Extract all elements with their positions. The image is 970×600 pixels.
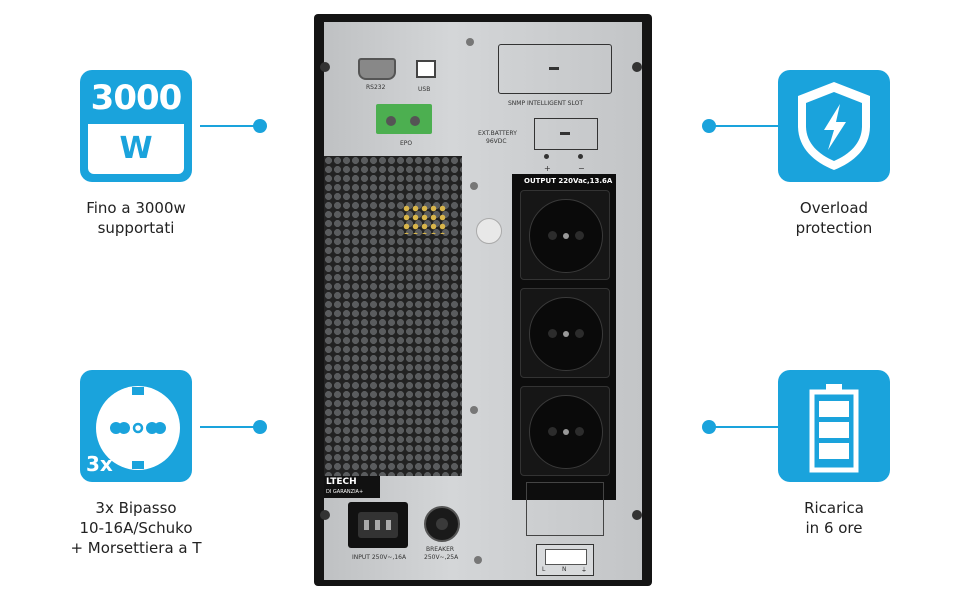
output-socket-3-pin-right [575, 427, 584, 436]
breaker-knob [424, 506, 460, 542]
power-connector-line [200, 125, 258, 127]
ext-battery-dot-plus [544, 154, 549, 159]
ext-battery-plus: + [544, 164, 551, 173]
outlets-caption-line-3: + Morsettiera a T [70, 539, 202, 557]
input-pin-1 [364, 520, 369, 530]
overload-caption: Overload protection [748, 198, 920, 238]
outlets-badge: 3x [80, 370, 192, 482]
output-socket-2-screw [563, 331, 569, 337]
outlets-caption-line-1: 3x Bipasso [95, 499, 177, 517]
charging-connector-line [712, 426, 778, 428]
snmp-label: SNMP INTELLIGENT SLOT [508, 100, 583, 107]
output-label: OUTPUT 220Vac,13.6A [524, 177, 613, 185]
output-socket-2-pin-left [548, 329, 557, 338]
output-socket-2-face [529, 297, 603, 371]
usb-label: USB [418, 86, 431, 93]
ext-battery-label-2: 96VDC [486, 138, 507, 145]
power-caption-line-2: supportati [97, 219, 175, 237]
overload-connector-dot [702, 119, 716, 133]
round-sticker [476, 218, 502, 244]
usb-port [416, 60, 436, 78]
brand-sticker [324, 476, 380, 498]
rs232-label: RS232 [366, 84, 386, 91]
terminal-block: L N ⏚ [536, 544, 594, 576]
overload-caption-line-1: Overload [799, 199, 869, 217]
warranty-label: DI GARANZIA+ [326, 489, 364, 495]
output-socket-1-screw [563, 233, 569, 239]
terminal-e-label: ⏚ [581, 567, 588, 574]
output-socket-2 [520, 288, 610, 378]
output-socket-3-face [529, 395, 603, 469]
outlets-count: 3x [86, 452, 113, 476]
outlets-connector-dot [253, 420, 267, 434]
breaker-label-1: BREAKER [426, 546, 455, 553]
screw-bottom-center [474, 556, 482, 564]
power-caption-line-1: Fino a 3000w [86, 199, 186, 217]
outlets-caption-line-2: 10-16A/Schuko [79, 519, 193, 537]
overload-connector-line [712, 125, 778, 127]
input-connector [348, 502, 408, 548]
screw-mid-center [470, 182, 478, 190]
power-badge: 3000 W [80, 70, 192, 182]
input-label: INPUT 250V~,16A [352, 554, 407, 561]
charging-caption-line-1: Ricarica [804, 499, 864, 517]
ext-battery-label-1: EXT.BATTERY [478, 130, 517, 137]
input-pin-2 [375, 520, 380, 530]
terminal-block-cover [526, 482, 604, 536]
epo-screw-left [386, 116, 396, 126]
epo-label: EPO [400, 140, 413, 147]
ext-battery-dot-minus [578, 154, 583, 159]
output-socket-2-pin-right [575, 329, 584, 338]
output-socket-1-pin-left [548, 231, 557, 240]
terminal-l-label: L [542, 566, 546, 573]
outlets-caption: 3x Bipasso 10-16A/Schuko + Morsettiera a… [50, 498, 222, 558]
snmp-slot-bar [549, 67, 559, 70]
power-connector-dot [253, 119, 267, 133]
terminal-n-label: N [562, 566, 567, 573]
output-socket-1 [520, 190, 610, 280]
overload-caption-line-2: protection [795, 219, 873, 237]
screw-bottom-right [632, 510, 642, 520]
screw-top-center [466, 38, 474, 46]
screw-top-left [320, 62, 330, 72]
power-unit: W [119, 131, 153, 166]
charging-connector-dot [702, 420, 716, 434]
charging-caption: Ricarica in 6 ore [748, 498, 920, 538]
output-socket-3-pin-left [548, 427, 557, 436]
power-value: 3000 [90, 78, 183, 118]
ext-battery-connector [534, 118, 598, 150]
schuko-socket-icon [96, 386, 180, 470]
shield-lightning-icon [798, 82, 870, 170]
screw-lower-center [470, 406, 478, 414]
power-unit-box: W [88, 124, 184, 174]
input-pin-3 [386, 520, 391, 530]
input-connector-socket [358, 512, 398, 538]
snmp-slot [498, 44, 612, 94]
output-socket-1-pin-right [575, 231, 584, 240]
epo-terminal [376, 104, 432, 134]
brand-label: LTECH [326, 477, 357, 487]
outlets-connector-line [200, 426, 258, 428]
output-socket-3-screw [563, 429, 569, 435]
breaker-knob-center [436, 518, 448, 530]
power-caption: Fino a 3000w supportati [50, 198, 222, 238]
battery-icon [809, 384, 859, 473]
screw-bottom-left [320, 510, 330, 520]
breaker-label-2: 250V~,25A [424, 554, 459, 561]
ext-battery-bar [560, 132, 570, 135]
output-socket-1-face [529, 199, 603, 273]
screw-top-right [632, 62, 642, 72]
rs232-port [358, 58, 396, 80]
overload-badge [778, 70, 890, 182]
ext-battery-minus: − [578, 164, 585, 173]
charging-badge [778, 370, 890, 482]
epo-screw-right [410, 116, 420, 126]
terminal-block-inner [545, 549, 587, 565]
output-socket-3 [520, 386, 610, 476]
ventilation-grille [324, 156, 462, 476]
charging-caption-line-2: in 6 ore [805, 519, 863, 537]
fan-glimpse [402, 204, 446, 234]
